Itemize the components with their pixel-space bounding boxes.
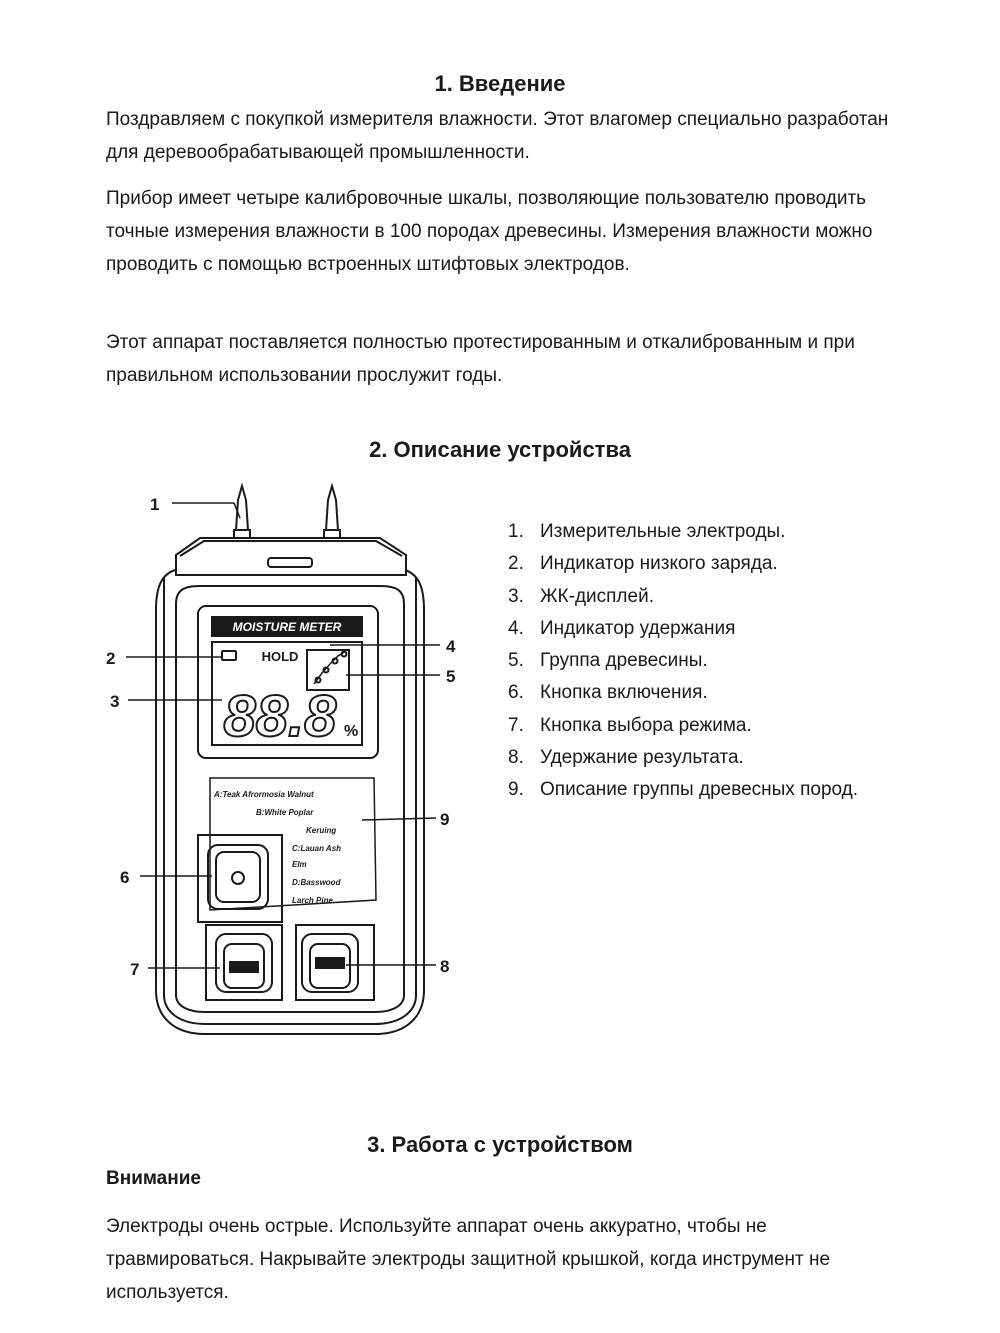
section3-paragraph-1: Электроды очень острые. Используйте аппа… [106, 1216, 831, 1303]
svg-text:Keruing: Keruing [306, 826, 336, 835]
section1-paragraph-1: Поздравляем с покупкой измерителя влажно… [106, 109, 889, 163]
section3-subtitle: Внимание [106, 1168, 201, 1189]
callout-numbers: 1 2 3 4 5 6 7 8 9 [106, 495, 456, 979]
svg-text:7: 7 [130, 960, 139, 979]
svg-text:A:Teak Afrormosia Walnut: A:Teak Afrormosia Walnut [213, 790, 314, 799]
legend-item: 1.Измерительные электроды. [508, 521, 786, 542]
section1-paragraph-2: Прибор имеет четыре калибровочные шкалы,… [106, 188, 873, 275]
legend-item: 7.Кнопка выбора режима. [508, 714, 752, 736]
hold-indicator-text: HOLD [262, 649, 299, 664]
svg-text:8: 8 [440, 957, 449, 976]
svg-text:5: 5 [446, 667, 455, 686]
svg-text:C:Lauan Ash: C:Lauan Ash [292, 844, 341, 853]
callout-lines [126, 502, 440, 969]
wood-group-list: A:Teak Afrormosia Walnut B:White Poplar … [213, 790, 342, 905]
device-legend: 1.Измерительные электроды. 2.Индикатор н… [508, 516, 858, 807]
legend-item: 2.Индикатор низкого заряда. [508, 553, 778, 575]
electrodes [233, 482, 341, 539]
hold-button [295, 924, 375, 1001]
legend-item: 6.Кнопка включения. [508, 682, 708, 704]
svg-text:6: 6 [120, 868, 129, 887]
moisture-meter-diagram: MOISTURE METER HOLD 88.8 % A:Teak Afrorm… [106, 482, 456, 1035]
lcd-digits: 88.8 [224, 684, 338, 749]
legend-item: 5.Группа древесины. [508, 650, 708, 672]
section1-title: 1. Введение [434, 71, 566, 96]
svg-text:2: 2 [106, 649, 115, 668]
svg-text:9: 9 [440, 810, 449, 829]
svg-text:1: 1 [150, 495, 159, 514]
section2-title: 2. Описание устройства [369, 437, 631, 462]
device-label: MOISTURE METER [233, 620, 342, 634]
svg-text:Elm: Elm [292, 860, 307, 869]
power-button [197, 834, 283, 923]
section3-title: 3. Работа с устройством [367, 1132, 633, 1157]
section1-paragraph-3: Этот аппарат поставляется полностью прот… [106, 332, 855, 386]
legend-item: 9.Описание группы древесных пород. [508, 779, 859, 801]
legend-item: 4.Индикатор удержания [508, 617, 736, 639]
svg-text:B:White Poplar: B:White Poplar [256, 808, 314, 817]
mode-button [205, 924, 283, 1001]
svg-text:4: 4 [446, 637, 456, 656]
svg-text:3: 3 [110, 692, 119, 711]
svg-text:Larch Pine: Larch Pine [292, 896, 333, 905]
legend-item: 3.ЖК-дисплей. [508, 585, 654, 607]
legend-item: 8.Удержание результата. [508, 747, 744, 769]
svg-text:D:Basswood: D:Basswood [292, 878, 342, 887]
lcd-percent: % [344, 723, 358, 740]
